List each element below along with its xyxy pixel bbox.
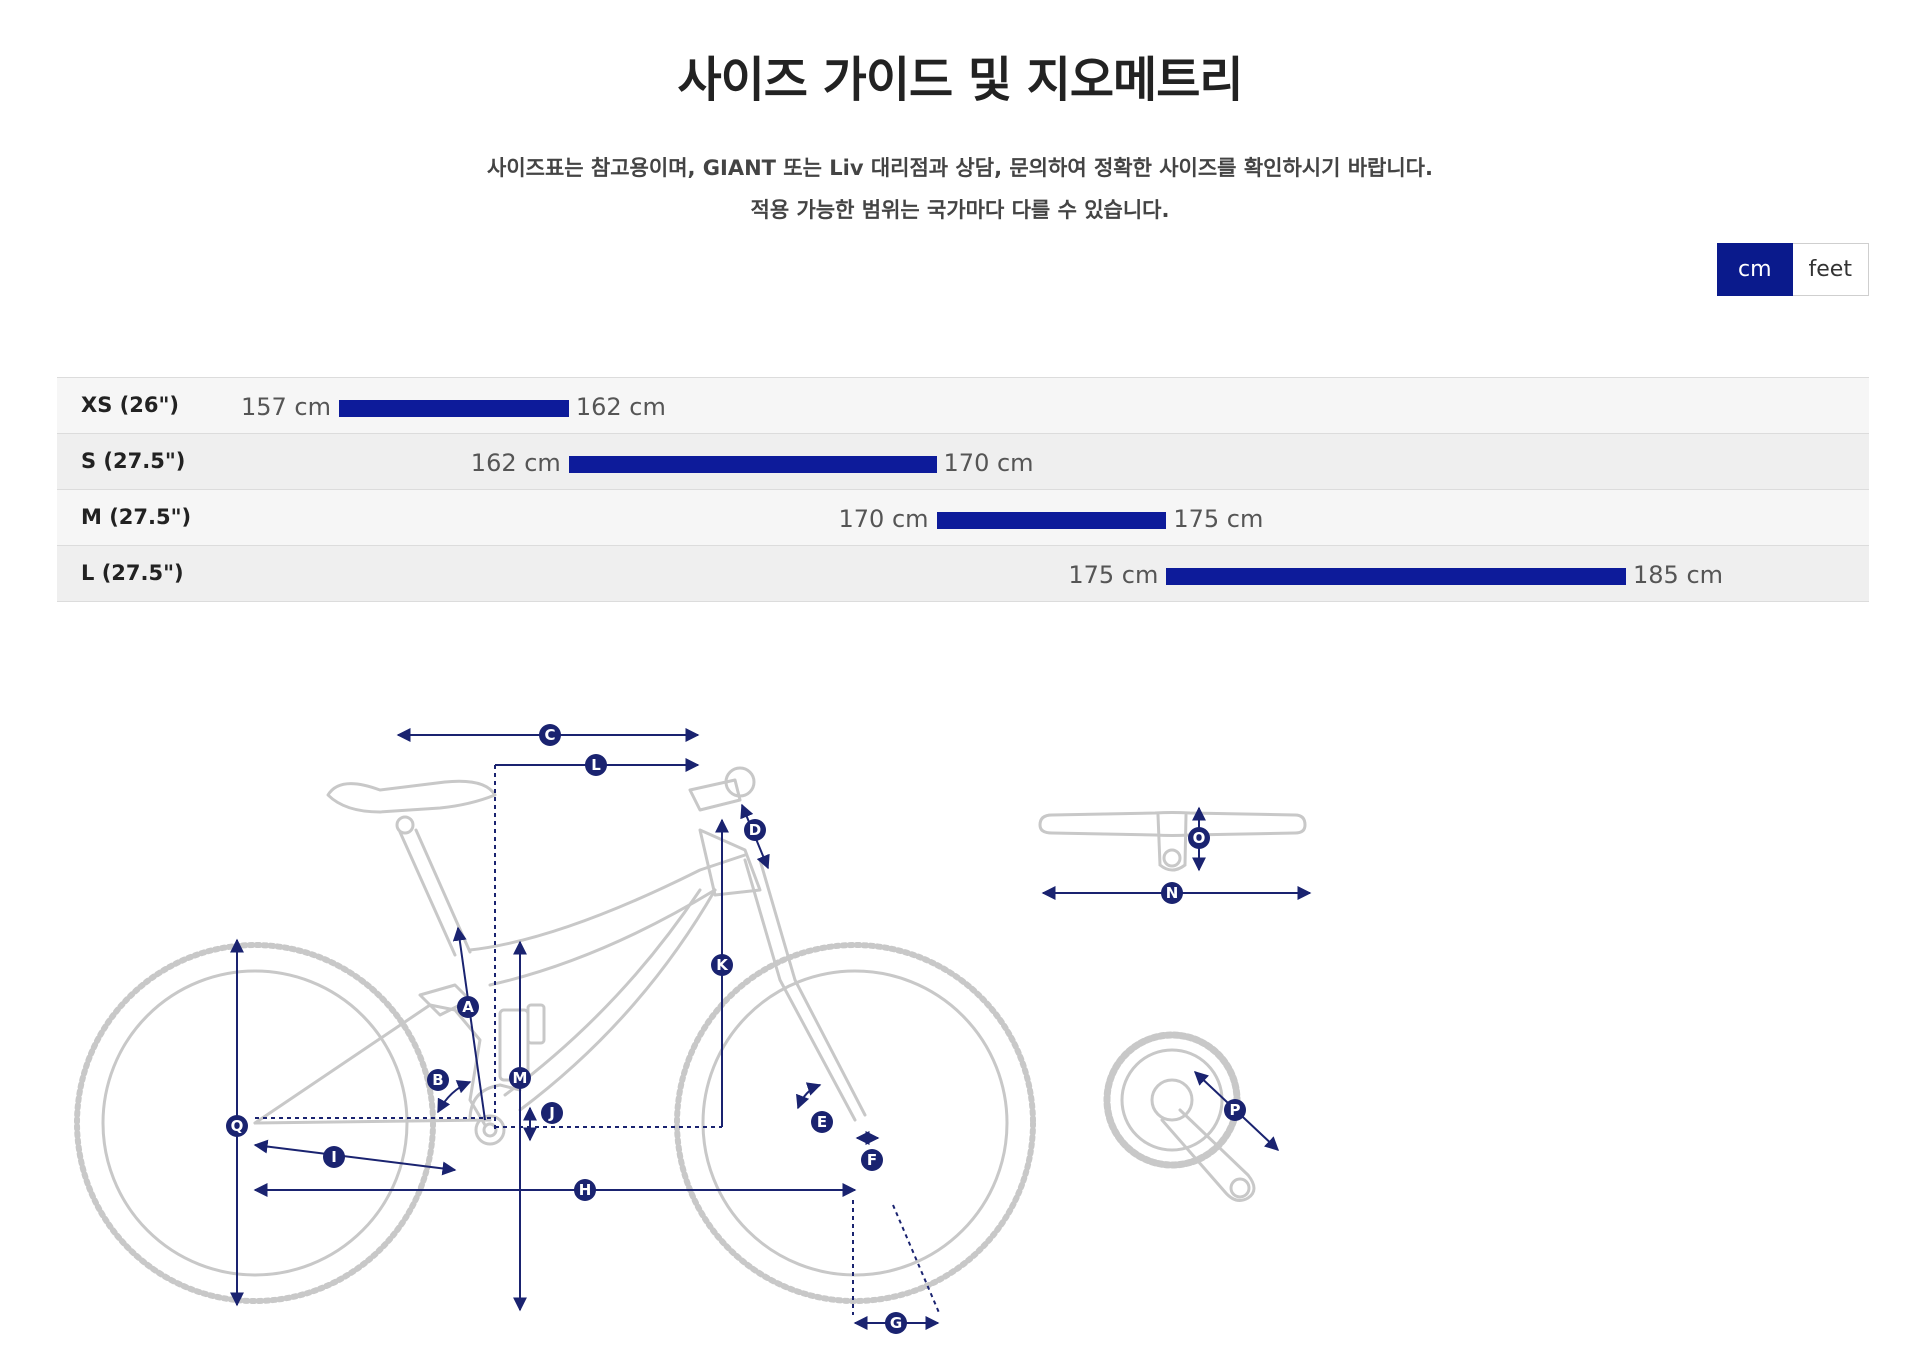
badge-f: F xyxy=(861,1149,883,1171)
size-label: M (27.5") xyxy=(81,505,192,529)
unit-feet-button[interactable]: feet xyxy=(1808,257,1852,282)
dimension-badges: C L D K A M B J Q I H E F G N O P xyxy=(226,724,1246,1334)
size-chart: XS (26") 157 cm 162 cm S (27.5") 162 cm … xyxy=(57,377,1869,602)
badge-label: G xyxy=(890,1314,902,1332)
badge-label: F xyxy=(867,1151,877,1169)
range-max-label: 162 cm xyxy=(575,393,666,421)
range-max-label: 170 cm xyxy=(943,449,1034,477)
range-min-label: 162 cm xyxy=(470,449,561,477)
badge-label: D xyxy=(749,821,761,839)
badge-label: M xyxy=(513,1069,528,1087)
badge-l: L xyxy=(585,754,607,776)
badge-d: D xyxy=(744,819,766,841)
bike-frame-drawing xyxy=(74,766,1036,1304)
badge-label: N xyxy=(1166,884,1179,902)
badge-label: I xyxy=(331,1148,337,1166)
badge-h: H xyxy=(574,1179,596,1201)
badge-a: A xyxy=(457,996,479,1018)
badge-label: J xyxy=(548,1104,555,1122)
unit-cm-button[interactable]: cm xyxy=(1717,243,1793,296)
size-row-m: M (27.5") 170 cm 175 cm xyxy=(57,490,1869,546)
size-label: S (27.5") xyxy=(81,449,186,473)
size-row-xs: XS (26") 157 cm 162 cm xyxy=(57,378,1869,434)
height-range-bar xyxy=(339,400,569,417)
badge-g: G xyxy=(885,1312,907,1334)
badge-o: O xyxy=(1188,827,1210,849)
unit-toggle: cm feet xyxy=(1717,243,1869,296)
height-range-bar xyxy=(936,512,1167,529)
size-label: L (27.5") xyxy=(81,561,184,585)
badge-label: B xyxy=(432,1071,443,1089)
badge-p: P xyxy=(1224,1099,1246,1121)
badge-j: J xyxy=(541,1102,563,1124)
badge-label: L xyxy=(591,756,601,774)
region-note: 적용 가능한 범위는 국가마다 다를 수 있습니다. xyxy=(750,198,1170,222)
size-row-s: S (27.5") 162 cm 170 cm xyxy=(57,434,1869,490)
badge-label: Q xyxy=(231,1117,244,1135)
badge-m: M xyxy=(509,1067,531,1089)
badge-i: I xyxy=(323,1146,345,1168)
badge-label: P xyxy=(1230,1101,1241,1119)
handlebar-drawing xyxy=(1038,811,1307,872)
badge-label: E xyxy=(817,1113,827,1131)
badge-e: E xyxy=(811,1111,833,1133)
badge-n: N xyxy=(1161,882,1183,904)
range-min-label: 175 cm xyxy=(1068,561,1159,589)
range-min-label: 157 cm xyxy=(240,393,331,421)
page-title: 사이즈 가이드 및 지오메트리 xyxy=(677,52,1243,108)
size-guide-note: 사이즈표는 참고용이며, GIANT 또는 Liv 대리점과 상담, 문의하여 … xyxy=(487,156,1433,180)
badge-label: A xyxy=(462,998,474,1016)
badge-c: C xyxy=(539,724,561,746)
range-max-label: 185 cm xyxy=(1633,561,1724,589)
size-label: XS (26") xyxy=(81,393,179,417)
badge-b: B xyxy=(427,1069,449,1091)
badge-label: H xyxy=(579,1181,592,1199)
badge-q: Q xyxy=(226,1115,248,1137)
badge-label: O xyxy=(1193,829,1206,847)
height-range-bar xyxy=(1166,568,1626,585)
bike-geometry-diagram: C L D K A M B J Q I H E F G N O P xyxy=(74,724,1312,1334)
range-min-label: 170 cm xyxy=(838,505,929,533)
badge-label: K xyxy=(716,956,729,974)
badge-label: C xyxy=(544,726,555,744)
height-range-bar xyxy=(568,456,937,473)
size-row-l: L (27.5") 175 cm 185 cm xyxy=(57,546,1869,602)
badge-k: K xyxy=(711,954,733,976)
range-max-label: 175 cm xyxy=(1173,505,1264,533)
